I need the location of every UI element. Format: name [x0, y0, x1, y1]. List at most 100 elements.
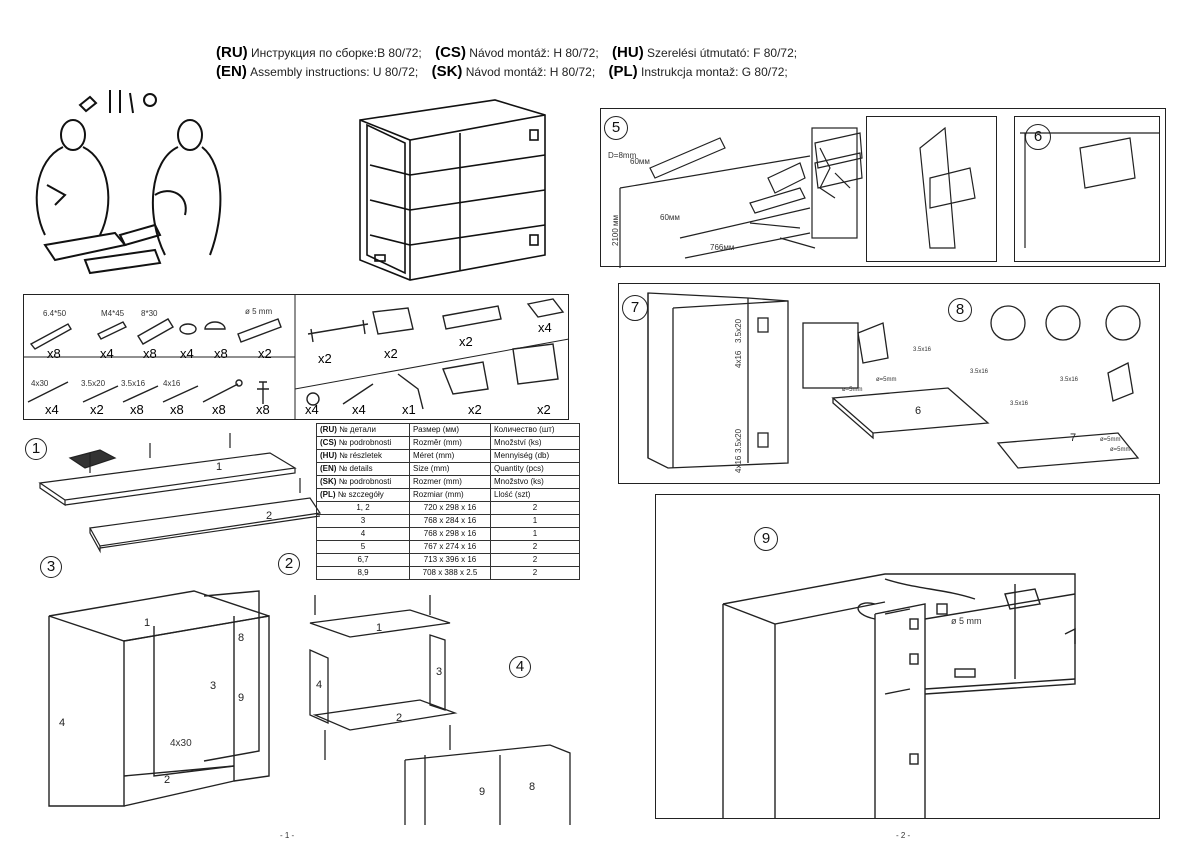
header-text: Návod montáž: H 80/72;	[469, 46, 599, 60]
nail-icon	[202, 383, 239, 403]
handle-icon	[307, 319, 369, 343]
part-label: 9	[479, 786, 485, 798]
screw-label: 4x30	[170, 738, 192, 749]
step-5-detail-panel	[866, 116, 997, 262]
dimension-label: 2100 мм	[611, 215, 620, 246]
hinge-icon	[442, 361, 489, 395]
hw-count: x4	[305, 402, 319, 417]
step-5-number: 5	[604, 116, 628, 140]
hw-count: x8	[256, 402, 270, 417]
part-label: 2	[266, 510, 272, 522]
header-text: Инструкция по сборке:В 80/72;	[251, 46, 422, 60]
hw-count: x4	[180, 346, 194, 361]
screw-icon	[122, 385, 159, 403]
hw-count: x8	[170, 402, 184, 417]
drill-label: ø=5mm	[1110, 447, 1131, 453]
lang-code: (CS)	[435, 44, 466, 61]
screw-label: 3.5x16	[913, 347, 932, 353]
screw-label: 3.5x16	[1010, 401, 1029, 407]
hw-count: x4	[45, 402, 59, 417]
dimension-label: 60мм	[630, 157, 650, 166]
screw-icon	[27, 381, 69, 403]
screw-icon	[162, 385, 199, 403]
hw-label: 6.4*50	[43, 309, 67, 318]
dowel-icon	[137, 318, 174, 345]
screw-label: 4x16	[734, 455, 743, 473]
cap-icon	[204, 321, 226, 330]
cap-icon	[306, 392, 320, 406]
hw-label: M4*45	[101, 309, 125, 318]
hw-count: x4	[538, 320, 552, 335]
hw-count: x8	[143, 346, 157, 361]
lang-code: (EN)	[216, 63, 247, 80]
hw-count: x2	[258, 346, 272, 361]
hw-count: x8	[212, 402, 226, 417]
dimension-label: D=8mm	[608, 151, 637, 160]
step-1-number: 1	[25, 438, 47, 460]
part-label: 3	[436, 666, 442, 678]
hw-count: x2	[468, 402, 482, 417]
hw-count: x8	[214, 346, 228, 361]
page-number-right: - 2 -	[896, 831, 911, 840]
screw-icon	[29, 323, 72, 350]
bracket-icon	[372, 307, 414, 335]
screw-label: 3.5x20	[734, 318, 743, 343]
step-1-illustration: 1 2	[38, 433, 322, 554]
pin-icon	[257, 381, 269, 404]
hw-count: x2	[384, 346, 398, 361]
part-label: 1	[216, 461, 222, 473]
screw-label: 3.5x16	[1060, 377, 1079, 383]
screw-icon	[82, 385, 119, 403]
hw-count: x2	[537, 402, 551, 417]
step-8-number: 8	[948, 298, 972, 322]
part-label: 4	[316, 679, 322, 691]
lang-code: (HU)	[612, 44, 644, 61]
hw-count: x2	[318, 351, 332, 366]
header-text: Návod montáž: H 80/72;	[465, 65, 596, 79]
cabinet-illustration	[359, 99, 546, 281]
header-row-1: (RU) Инструкция по сборке:В 80/72; (CS) …	[216, 44, 797, 61]
page-number-left: - 1 -	[280, 831, 295, 840]
hw-label: 3.5x16	[121, 379, 146, 388]
screw-label: 3.5x16	[970, 369, 989, 375]
part-label: 2	[164, 774, 170, 786]
step-7-8-illustration: 3.5x20 4x16 3.5x20 4x16 6 7 3.5x16 3.5x1…	[647, 292, 1141, 473]
drill-label: ø=5mm	[1100, 437, 1121, 443]
lang-code: (PL)	[608, 63, 638, 80]
step-9-illustration: ø 5 mm	[722, 573, 1076, 819]
hw-label: 3.5x20	[81, 379, 106, 388]
header-text: Szerelési útmutató: F 80/72;	[647, 46, 798, 60]
dimension-label: 60мм	[660, 213, 680, 222]
part-label: 9	[238, 692, 244, 704]
drill-label: ø 5 mm	[951, 616, 982, 626]
header-row-2: (EN) Assembly instructions: U 80/72; (SK…	[216, 63, 788, 80]
part-label: 4	[59, 717, 65, 729]
step-5-illustration: D=8mm 60мм 60мм 766мм 2100 мм	[608, 126, 1160, 268]
dimension-label: 766мм	[710, 243, 734, 252]
step-9-number: 9	[754, 527, 778, 551]
hw-count: x1	[402, 402, 416, 417]
part-label: 7	[1070, 432, 1076, 444]
plate-icon	[526, 298, 565, 318]
hw-count: x4	[352, 402, 366, 417]
header-text: Assembly instructions: U 80/72;	[250, 65, 419, 79]
part-label: 8	[529, 781, 535, 793]
header-text: Instrukcja montaž: G 80/72;	[641, 65, 788, 79]
lang-code: (SK)	[431, 63, 463, 80]
hw-count: x2	[90, 402, 104, 417]
anchor-icon	[237, 318, 282, 343]
hw-label: 8*30	[141, 309, 158, 318]
hinge-plate-icon	[512, 343, 559, 385]
key-icon	[397, 373, 424, 410]
rail-icon	[442, 305, 502, 330]
bolt-icon	[97, 321, 127, 340]
